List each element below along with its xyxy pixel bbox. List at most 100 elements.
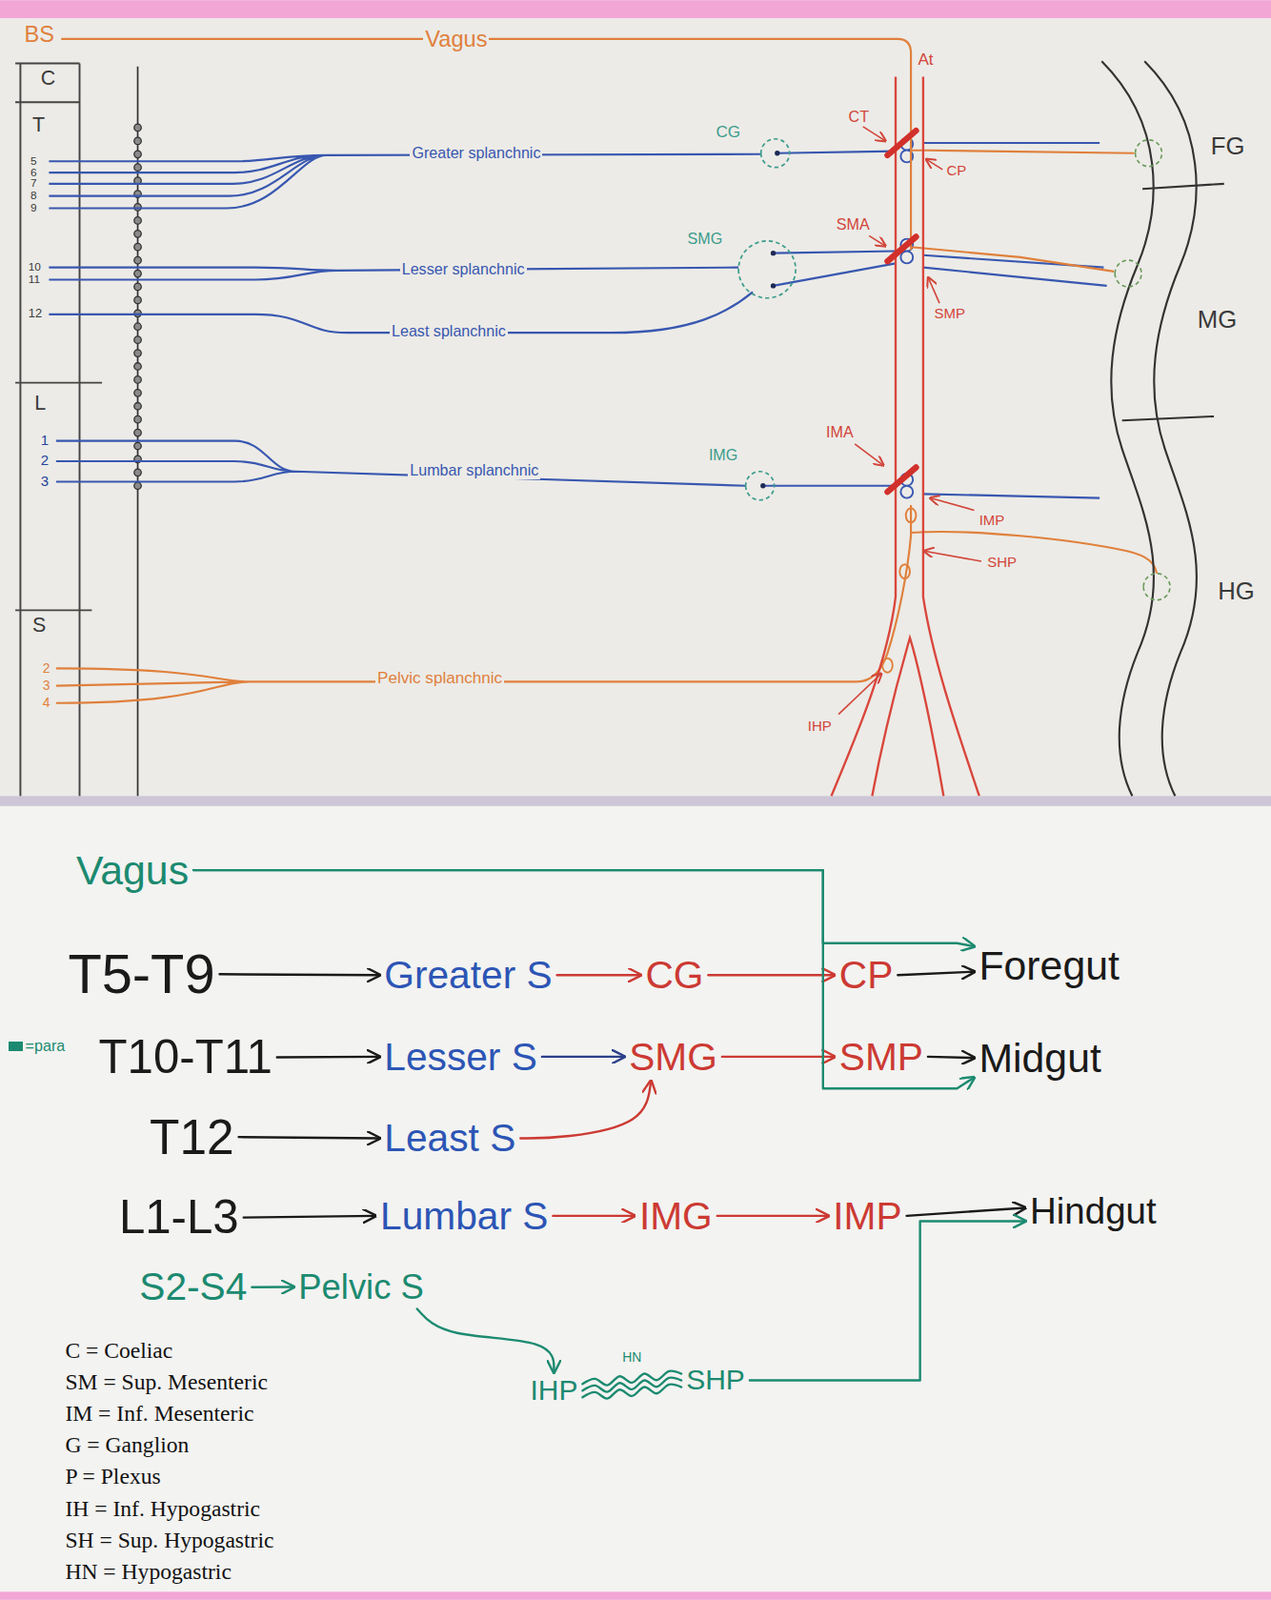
node-text: S2-S4 (139, 1264, 247, 1310)
node-text: Pelvic S (298, 1267, 424, 1308)
lumbar-splanchnic-nerve (56, 441, 1100, 499)
leader-arrow (929, 498, 974, 511)
legend-entry: =para (8, 1036, 66, 1055)
node-text: Hindgut (1029, 1190, 1157, 1232)
connector-arrow (707, 973, 834, 976)
plexus: SMP (834, 1032, 929, 1082)
plexus: CP (834, 950, 899, 1000)
key-entry: IM = Inf. Mesenteric (62, 1401, 256, 1427)
plexus-label: IHP (806, 718, 834, 735)
lesser-splanchnic-nerve (48, 251, 1107, 286)
leader-arrow (838, 673, 882, 715)
spinal-level: 10 (26, 261, 43, 274)
splanchnic-nerve: Lumbar S (375, 1191, 553, 1241)
spinal-level: 2 (40, 661, 53, 676)
key-entry: IH = Inf. Hypogastric (62, 1496, 263, 1522)
ganglion-label: CG (713, 123, 743, 142)
spinal-segment: T12 (144, 1107, 240, 1168)
node-text: T5-T9 (67, 942, 215, 1006)
ganglion: CG (640, 950, 708, 1000)
node-text: IMG (639, 1193, 713, 1239)
node-text: Midgut (978, 1034, 1101, 1082)
gut-region: Hindgut (1025, 1188, 1162, 1234)
node-text: SMP (839, 1034, 924, 1080)
ganglion: SMG (624, 1032, 723, 1082)
splanchnic-nerve: Greater S (379, 950, 557, 1000)
vessel-label: IMA (824, 423, 856, 442)
pelvic-splanchnic-nerve (56, 504, 1157, 704)
connector-arrow (193, 869, 974, 947)
nerve-name: Pelvic splanchnic (375, 669, 505, 688)
key-entry: SH = Sup. Hypogastric (62, 1528, 276, 1554)
node-text: L1-L3 (119, 1190, 240, 1245)
region-letter: T (30, 114, 47, 138)
key-entry: P = Plexus (62, 1464, 162, 1490)
key-entry: SM = Sup. Mesenteric (62, 1370, 270, 1395)
region-letter: C (39, 67, 58, 91)
gut-region: HG (1215, 577, 1257, 605)
node-text: CP (839, 952, 894, 998)
spinal-segment: S2-S4 (134, 1262, 252, 1312)
node-text: Vagus (76, 847, 189, 894)
spinal-segment: T5-T9 (62, 940, 220, 1008)
node-text: Least S (383, 1115, 516, 1161)
leader-arrow (863, 126, 887, 142)
chain-ganglia (134, 123, 142, 489)
top-whiteboard (0, 18, 1271, 796)
spinal-level: 3 (40, 678, 53, 693)
gut-region: Midgut (973, 1032, 1106, 1084)
connector-arrow (749, 1220, 1026, 1380)
spinal-level: 9 (28, 201, 40, 215)
gut-divisions (1122, 183, 1225, 421)
region-letter: S (30, 614, 48, 638)
node-text: SMG (628, 1034, 718, 1080)
brainstem-label: BS (22, 22, 57, 48)
spinal-level: 8 (28, 189, 40, 202)
ganglion-label: IMG (706, 446, 740, 465)
enteric-ganglia (1114, 140, 1171, 601)
spinal-level: 11 (26, 273, 42, 286)
nerve-name: Vagus (423, 27, 489, 53)
nerve-name: Lumbar splanchnic (407, 462, 541, 480)
node-text: T12 (149, 1109, 235, 1166)
connector-arrow (717, 1214, 829, 1217)
legend-text: =para (25, 1036, 66, 1054)
plexus: IHP (524, 1371, 583, 1410)
hypogastric-plexus-loop (899, 564, 910, 579)
connector-arrow (582, 1371, 682, 1399)
gut-region: Foregut (973, 940, 1125, 991)
prevertebral-ganglia (738, 139, 796, 501)
splanchnic-nerve: Least S (379, 1113, 521, 1163)
spinal-segment: L1-L3 (114, 1188, 244, 1247)
connector-arrow (251, 1285, 294, 1289)
node-text: Foregut (978, 942, 1120, 989)
leader-arrow (924, 550, 982, 562)
leader-arrow (868, 235, 886, 246)
leader-arrow (854, 443, 884, 465)
gut-region: MG (1195, 305, 1239, 333)
node-text: Lesser S (383, 1034, 538, 1080)
spinal-segment: T10-T11 (94, 1028, 278, 1087)
vagus-nerve (60, 39, 1134, 272)
legend-swatch (8, 1041, 23, 1051)
bottom-banner (0, 1591, 1271, 1600)
plexus: SHP (681, 1361, 750, 1399)
spinal-level: 12 (26, 306, 44, 321)
top-banner (0, 0, 1271, 19)
plexus-label: SMP (932, 305, 969, 323)
ganglion-label: SMG (685, 230, 726, 248)
arterial-branches (887, 130, 916, 492)
vessel-label: At (915, 51, 935, 70)
key-entry: C = Coeliac (62, 1338, 175, 1364)
nerve-source: Vagus (71, 845, 194, 896)
connector-arrow (193, 869, 974, 1089)
connector-arrow (417, 1308, 555, 1372)
region-letter: L (32, 392, 48, 416)
hypogastric-plexus-loop (882, 658, 893, 673)
splanchnic-nerve: Pelvic S (293, 1265, 428, 1310)
spinal-level: 7 (28, 177, 40, 190)
connector-arrow (557, 973, 642, 976)
connector-arrow (520, 1080, 651, 1138)
plexus: IMP (827, 1191, 907, 1241)
connector-arrow (897, 971, 974, 976)
